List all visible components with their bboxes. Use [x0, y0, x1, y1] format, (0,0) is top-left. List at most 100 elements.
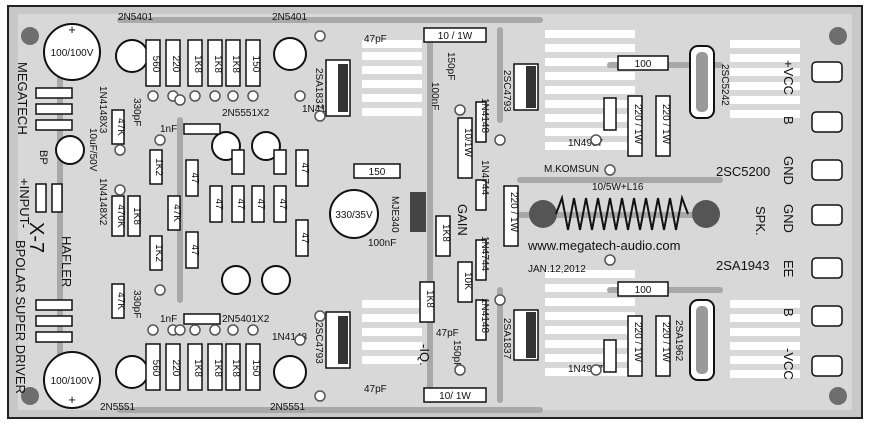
- r100-bot: 100: [617, 281, 669, 297]
- mounting-holes: [21, 27, 847, 405]
- svg-text:47K: 47K: [115, 292, 126, 310]
- svg-text:100: 100: [635, 285, 652, 296]
- solder-pad: [227, 90, 239, 102]
- svg-text:47: 47: [255, 198, 266, 210]
- central-column: [419, 101, 519, 341]
- diode-stack-bottom: [35, 299, 73, 343]
- mid-transistors: [211, 131, 291, 295]
- svg-text:560: 560: [150, 360, 161, 377]
- bottom-resistor-labels: 560 220 1K8 1K8 1K8 150: [150, 359, 261, 377]
- svg-text:470K: 470K: [115, 204, 126, 228]
- transistor-top-right: [273, 37, 307, 71]
- solder-pad: [147, 90, 159, 102]
- heatsink-bottom-right: [545, 270, 800, 378]
- solder-pad: [189, 90, 201, 102]
- svg-text:B: B: [781, 116, 796, 125]
- driver-2sc4793-bot: 2SC4793: [313, 311, 351, 369]
- mje340-transistor: [410, 192, 426, 232]
- website-label: www.megatech-audio.com: [527, 238, 680, 253]
- title-hafler: HAFLER: [59, 236, 74, 287]
- r10-1w-bot: 10/ 1W: [423, 387, 487, 403]
- svg-text:2SC4793: 2SC4793: [313, 322, 324, 364]
- svg-text:220 / 1W: 220 / 1W: [660, 322, 671, 363]
- svg-text:47: 47: [189, 172, 200, 184]
- svg-text:220 / 1W: 220 / 1W: [660, 104, 671, 145]
- diodes-mid-label: 1N4148X2: [97, 178, 108, 226]
- solder-pad: [209, 324, 221, 336]
- c47pf-bot-label: 47pF: [364, 384, 387, 395]
- svg-text:B: B: [781, 308, 796, 317]
- svg-text:47: 47: [299, 162, 310, 174]
- svg-text:10/1W: 10/1W: [462, 128, 473, 157]
- solder-pad: [114, 144, 126, 156]
- c100nf-label-b: 100nF: [368, 238, 396, 249]
- r10-1w-top: 10 / 1W: [423, 27, 487, 43]
- svg-text:150: 150: [250, 360, 261, 377]
- solder-pad: [314, 30, 326, 42]
- svg-text:1K8: 1K8: [192, 359, 203, 377]
- solder-pad: [314, 110, 326, 122]
- svg-text:2SC5242: 2SC5242: [719, 64, 730, 106]
- svg-text:47K: 47K: [115, 118, 126, 136]
- output-inductor: [529, 194, 720, 231]
- svg-text:330pF: 330pF: [131, 98, 142, 126]
- svg-text:1K8: 1K8: [212, 55, 223, 73]
- svg-text:100/100V: 100/100V: [51, 376, 94, 387]
- svg-text:100nF: 100nF: [429, 82, 440, 110]
- svg-text:1N4148: 1N4148: [272, 332, 307, 343]
- diode-stack-top: [35, 87, 73, 131]
- svg-text:150: 150: [250, 56, 261, 73]
- heatsink-top-right: [545, 30, 800, 150]
- svg-text:GND: GND: [781, 156, 796, 185]
- svg-text:1K8: 1K8: [230, 55, 241, 73]
- diode-1n4937-top: 1N4937: [568, 97, 617, 149]
- connector-labels: +VCC B GND GND SPK. EE B -VCC: [753, 60, 796, 380]
- top-transistor-label-a: 2N5401: [118, 12, 153, 23]
- svg-text:150pF: 150pF: [451, 340, 462, 368]
- main-electrolytic: 330/35V: [329, 189, 379, 239]
- svg-text:47: 47: [299, 232, 310, 244]
- svg-text:2SA1962: 2SA1962: [673, 320, 684, 362]
- svg-text:150pF: 150pF: [445, 52, 456, 80]
- side-title: MEGATECH: [15, 62, 30, 135]
- svg-text:1nF: 1nF: [160, 314, 177, 325]
- solder-pads: [114, 30, 616, 402]
- svg-text:+: +: [68, 22, 76, 37]
- top-resistor-labels: 560 220 1K8 1K8 1K8 150: [150, 55, 261, 73]
- solder-pad: [154, 284, 166, 296]
- svg-text:1N4744: 1N4744: [479, 236, 490, 271]
- svg-text:GND: GND: [781, 204, 796, 233]
- svg-text:220 / 1W: 220 / 1W: [632, 322, 643, 363]
- svg-text:10/ 1W: 10/ 1W: [439, 391, 471, 402]
- svg-text:47K: 47K: [171, 204, 182, 222]
- svg-text:+VCC: +VCC: [781, 60, 796, 95]
- solder-pad: [494, 134, 506, 146]
- mid-resistor-bank: [185, 149, 309, 269]
- svg-text:1K2: 1K2: [153, 158, 164, 176]
- driver-2sa1837-bot: 2SA1837: [501, 309, 539, 361]
- solder-pad: [314, 310, 326, 322]
- svg-text:GAIN: GAIN: [455, 204, 470, 236]
- subtitle: BPOLAR SUPER DRIVER: [13, 240, 28, 394]
- svg-text:SPK.: SPK.: [753, 206, 768, 236]
- solder-pad: [454, 364, 466, 376]
- svg-text:560: 560: [150, 56, 161, 73]
- bottom-transistor-label-a: 2N5551: [100, 402, 135, 413]
- diodes-top-label: 1N4148X3: [97, 86, 108, 134]
- heatsink-bottom-left: [362, 300, 422, 364]
- cap-top-electrolytic: 100/100V +: [43, 22, 101, 81]
- svg-text:47: 47: [213, 198, 224, 210]
- bottom-resistors: [145, 343, 261, 391]
- svg-text:1K8: 1K8: [440, 224, 451, 242]
- title-x7: X-7: [25, 222, 47, 253]
- r150-resistor: 150: [353, 163, 401, 179]
- svg-text:1K8: 1K8: [230, 359, 241, 377]
- svg-text:220 / 1W: 220 / 1W: [632, 104, 643, 145]
- author-label: M.KOMSUN: [544, 164, 599, 175]
- solder-pad: [174, 94, 186, 106]
- svg-text:1N4937: 1N4937: [568, 364, 603, 375]
- svg-text:47: 47: [189, 244, 200, 256]
- bp-cap-label: 10uF/50V: [87, 128, 98, 172]
- solder-pad: [590, 134, 602, 146]
- output-transistor-top: 2SC5242: [689, 45, 730, 119]
